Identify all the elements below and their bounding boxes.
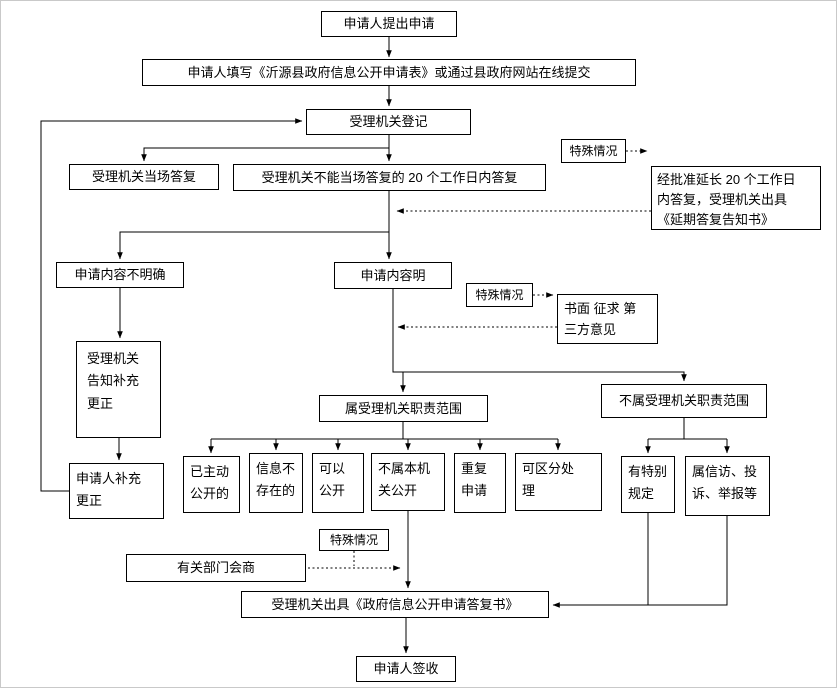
node-within-scope: 属受理机关职责范围 bbox=[319, 395, 488, 422]
node-special-case-1: 特殊情况 bbox=[561, 139, 626, 163]
node-content-unclear: 申请内容不明确 bbox=[56, 262, 184, 288]
node-petition-complaint: 属信访、投 诉、举报等 bbox=[685, 456, 770, 516]
node-content-clear: 申请内容明 bbox=[334, 262, 452, 289]
node-already-public: 已主动 公开的 bbox=[183, 456, 240, 513]
node-separable-handling: 可区分处 理 bbox=[515, 453, 602, 511]
node-outside-scope: 不属受理机关职责范围 bbox=[601, 384, 767, 418]
solid-connectors bbox=[40, 37, 730, 654]
node-reply-document: 受理机关出具《政府信息公开申请答复书》 bbox=[241, 591, 549, 618]
node-department-consultation: 有关部门会商 bbox=[126, 554, 306, 582]
dotted-connectors bbox=[308, 148, 651, 571]
node-special-case-2: 特殊情况 bbox=[466, 283, 533, 307]
node-special-rules: 有特别 规定 bbox=[621, 456, 675, 513]
node-extension-notice: 经批准延长 20 个工作日 内答复，受理机关出具 《延期答复告知书》 bbox=[651, 166, 821, 230]
node-applicant-sign: 申请人签收 bbox=[356, 656, 456, 682]
node-onspot-reply: 受理机关当场答复 bbox=[69, 164, 219, 190]
node-other-agency-disclose: 不属本机 关公开 bbox=[371, 453, 445, 511]
node-third-party-opinion: 书面 征求 第 三方意见 bbox=[557, 294, 658, 344]
node-submit-application: 申请人提出申请 bbox=[321, 11, 457, 37]
node-repeated-request: 重复 申请 bbox=[454, 453, 506, 513]
node-notify-supplement: 受理机关 告知补充 更正 bbox=[76, 341, 161, 438]
node-fill-application-form: 申请人填写《沂源县政府信息公开申请表》或通过县政府网站在线提交 bbox=[142, 59, 636, 86]
node-reply-within-20-days: 受理机关不能当场答复的 20 个工作日内答复 bbox=[233, 164, 546, 191]
node-info-not-exist: 信息不 存在的 bbox=[249, 453, 303, 513]
node-applicant-supplement: 申请人补充 更正 bbox=[69, 463, 164, 519]
node-can-disclose: 可以 公开 bbox=[312, 453, 364, 513]
node-special-case-3: 特殊情况 bbox=[319, 529, 389, 551]
node-authority-registration: 受理机关登记 bbox=[306, 109, 471, 135]
